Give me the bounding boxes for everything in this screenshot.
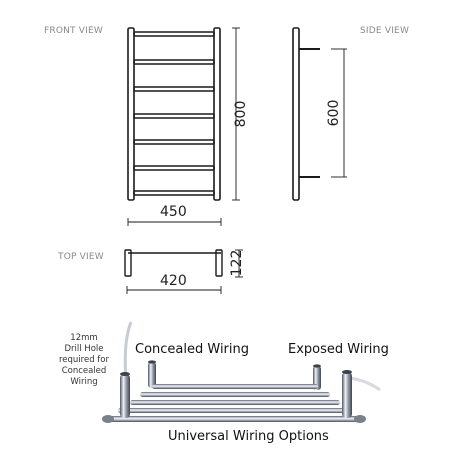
universal-wiring-caption: Universal Wiring Options: [168, 429, 329, 444]
front-rail-2: [133, 59, 215, 65]
photo-post-back-left: [148, 362, 156, 388]
front-left-post: [127, 27, 135, 201]
front-rail-4: [133, 113, 215, 119]
top-right-foot: [215, 249, 223, 277]
top-view-drawing: [124, 249, 243, 294]
front-view-drawing: [127, 27, 240, 226]
front-view-label: FRONT VIEW: [44, 26, 104, 36]
concealed-wiring-caption: Concealed Wiring: [135, 342, 250, 357]
top-view-label: TOP VIEW: [58, 252, 104, 262]
exposed-wire: [349, 376, 381, 392]
side-post: [292, 27, 300, 201]
front-rails: [133, 31, 215, 196]
front-rail-5: [133, 139, 215, 145]
front-right-post: [213, 27, 221, 201]
side-view-label: SIDE VIEW: [360, 26, 410, 36]
side-view-drawing: [292, 27, 347, 201]
dim-label-420: 420: [160, 273, 187, 289]
front-rail-1: [133, 31, 215, 37]
photo-post-front-left: [120, 374, 130, 418]
photo-post-front-right: [342, 372, 352, 418]
dim-label-800: 800: [233, 100, 249, 128]
rail-photo-illustration: [102, 321, 381, 423]
top-left-foot: [124, 249, 132, 277]
dim-label-600: 600: [326, 99, 342, 127]
exposed-wiring-caption: Exposed Wiring: [288, 342, 389, 357]
concealed-wire: [123, 321, 133, 381]
drill-hole-note: 12mm Drill Hole required for Concealed W…: [58, 333, 109, 387]
dim-label-122: 122: [229, 249, 245, 277]
front-rail-3: [133, 86, 215, 92]
dim-label-450: 450: [160, 204, 187, 220]
front-rail-7: [133, 190, 215, 196]
front-rail-6: [133, 165, 215, 171]
